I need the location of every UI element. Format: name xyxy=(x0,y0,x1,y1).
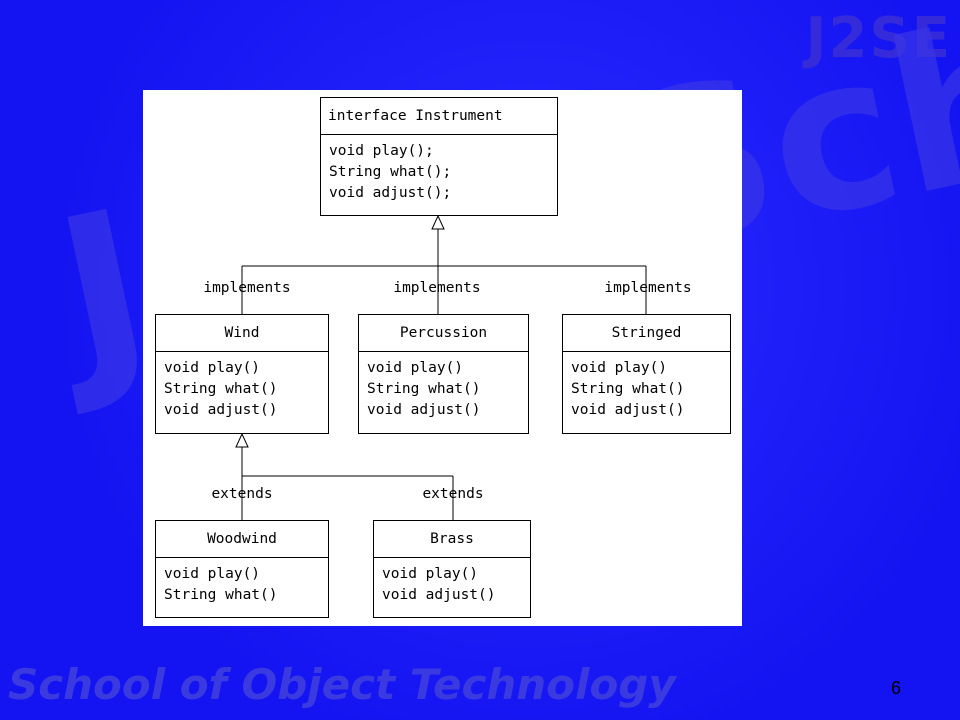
class-member: void play() xyxy=(571,360,668,376)
class-member: void play() xyxy=(164,566,261,582)
class-box-wind: Wind void play() String what() void adju… xyxy=(155,314,329,434)
class-name: Woodwind xyxy=(156,521,328,558)
class-box-instrument: interface Instrument void play(); String… xyxy=(320,97,558,216)
class-member: String what() xyxy=(164,381,278,397)
uml-class-diagram: interface Instrument void play(); String… xyxy=(143,90,742,626)
class-member: String what() xyxy=(571,381,685,397)
connector-lines xyxy=(235,214,647,520)
class-box-brass: Brass void play() void adjust() xyxy=(373,520,531,618)
class-name: Stringed xyxy=(563,315,730,352)
relation-label-implements: implements xyxy=(393,280,481,296)
class-name: Brass xyxy=(374,521,530,558)
class-member: void adjust() xyxy=(164,402,278,418)
class-member: void play() xyxy=(382,566,479,582)
class-member: void adjust() xyxy=(571,402,685,418)
class-member: void adjust() xyxy=(382,587,496,603)
relation-label-extends: extends xyxy=(211,486,273,502)
class-member: void play() xyxy=(164,360,261,376)
page-number: 6 xyxy=(891,678,902,698)
class-name: interface Instrument xyxy=(321,98,557,135)
class-member: void adjust(); xyxy=(329,185,452,201)
class-box-woodwind: Woodwind void play() String what() xyxy=(155,520,329,618)
relation-label-extends: extends xyxy=(422,486,484,502)
footer-watermark: School of Object Technology xyxy=(8,660,676,709)
class-name: Percussion xyxy=(359,315,528,352)
class-member: String what() xyxy=(367,381,481,397)
relation-label-implements: implements xyxy=(604,280,692,296)
class-member: String what(); xyxy=(329,164,452,180)
class-box-stringed: Stringed void play() String what() void … xyxy=(562,314,731,434)
extends-arrowhead xyxy=(235,432,249,448)
class-member: void play() xyxy=(367,360,464,376)
class-box-percussion: Percussion void play() String what() voi… xyxy=(358,314,529,434)
relation-label-implements: implements xyxy=(203,280,291,296)
class-name: Wind xyxy=(156,315,328,352)
class-member: void play(); xyxy=(329,143,434,159)
implements-arrowhead xyxy=(431,214,445,230)
class-member: String what() xyxy=(164,587,278,603)
class-member: void adjust() xyxy=(367,402,481,418)
brand-watermark: J2SE xyxy=(805,6,952,71)
